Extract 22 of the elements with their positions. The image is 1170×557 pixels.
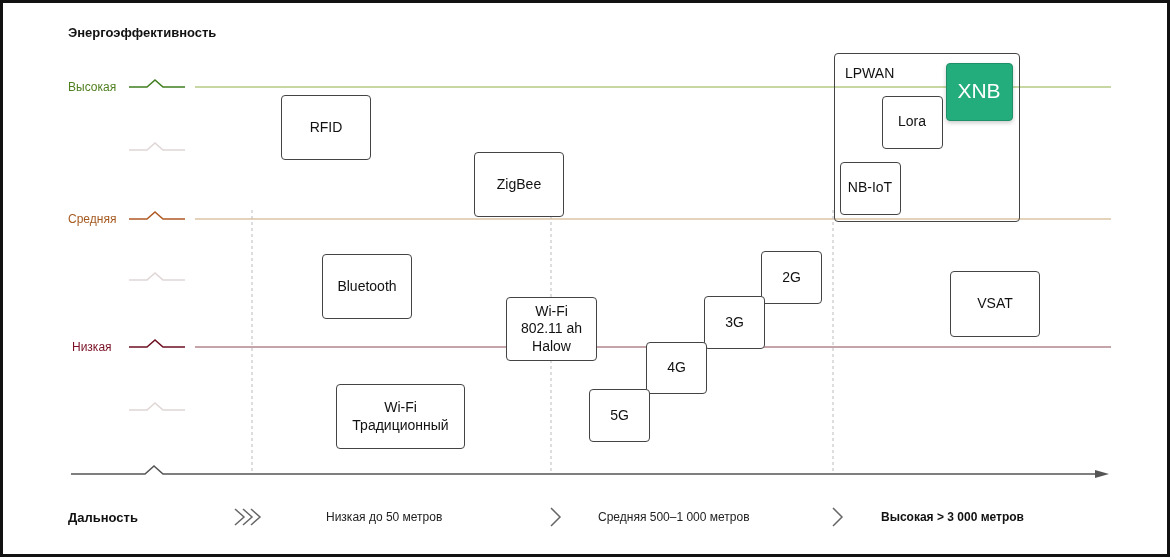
technology-box: 3G <box>704 296 765 349</box>
group-box: LPWAN XNB Lora NB-IoT <box>834 53 1020 222</box>
technology-box: 5G <box>589 389 650 442</box>
technology-box: Lora <box>881 95 943 149</box>
technology-box: 2G <box>761 251 822 304</box>
axis-title: Дальность <box>68 510 138 525</box>
technology-box: VSAT <box>950 271 1040 337</box>
technology-box: Wi-Fi 802.11 ah Halow <box>506 297 597 361</box>
axis-title: Энергоэффективность <box>68 25 217 40</box>
level-label: Низкая <box>72 340 112 354</box>
range-label: Низкая до 50 метров <box>326 510 443 524</box>
range-label: Высокая > 3 000 метров <box>881 510 1024 524</box>
level-label: Высокая <box>68 80 117 94</box>
technology-box: NB-IoT <box>839 161 901 215</box>
technology-box: RFID <box>281 95 371 160</box>
technology-box: Wi-Fi Традиционный <box>336 384 465 449</box>
technology-box: ZigBee <box>474 152 564 217</box>
technology-box: 4G <box>646 342 707 394</box>
highlighted-box: XNB <box>945 62 1013 121</box>
technology-box: Bluetooth <box>322 254 412 319</box>
range-label: Средняя 500–1 000 метров <box>598 510 750 524</box>
level-label: Средняя <box>68 212 117 226</box>
